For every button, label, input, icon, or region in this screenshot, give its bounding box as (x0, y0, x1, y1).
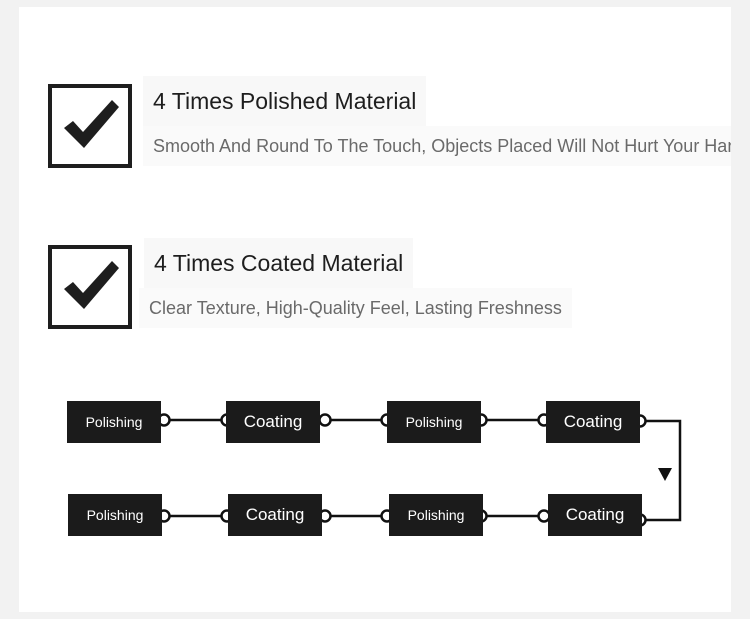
process-step-coating: Coating (546, 401, 640, 443)
process-step-coating: Coating (226, 401, 320, 443)
process-step-coating: Coating (228, 494, 322, 536)
feature-desc-polished: Smooth And Round To The Touch, Objects P… (143, 126, 731, 166)
process-step-polishing: Polishing (389, 494, 483, 536)
feature-title-polished: 4 Times Polished Material (143, 76, 427, 126)
process-step-coating: Coating (548, 494, 642, 536)
feature-title-coated: 4 Times Coated Material (144, 238, 414, 288)
check-icon (64, 261, 119, 309)
content-card: 4 Times Polished Material Smooth And Rou… (19, 7, 731, 612)
process-step-polishing: Polishing (68, 494, 162, 536)
checkbox-coated (48, 245, 132, 329)
process-step-polishing: Polishing (387, 401, 481, 443)
arrow-down-icon (658, 468, 672, 481)
checkbox-polished (48, 84, 132, 168)
process-step-polishing: Polishing (67, 401, 161, 443)
feature-desc-coated: Clear Texture, High-Quality Feel, Lastin… (139, 288, 572, 328)
check-icon (64, 100, 119, 148)
